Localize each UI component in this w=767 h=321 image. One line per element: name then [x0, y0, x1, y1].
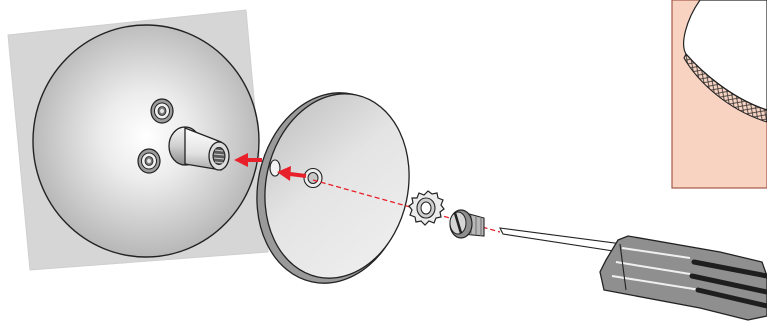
assembly-arrow-boss	[234, 153, 262, 167]
mounting-stud-lower	[137, 148, 161, 174]
assembly-arrow-disc	[277, 166, 307, 181]
cover-disc	[256, 92, 410, 284]
mounting-base	[32, 24, 260, 258]
slotted-screw	[449, 209, 485, 239]
mounting-stud-upper	[150, 98, 174, 124]
lock-washer	[408, 190, 445, 226]
screwdriver	[499, 227, 767, 321]
detail-inset	[671, 0, 767, 189]
threaded-boss	[168, 126, 230, 171]
